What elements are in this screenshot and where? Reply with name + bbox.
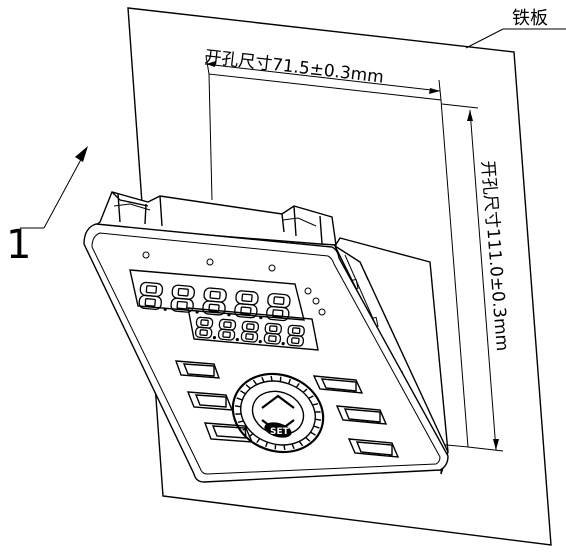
set-key-label: SET xyxy=(270,427,290,437)
knob-grip-tick xyxy=(235,406,241,407)
plate-label: 铁板 xyxy=(512,8,548,29)
keypad-module: SET xyxy=(84,192,448,482)
height-dimension: 开孔尺寸111.0±0.3mm xyxy=(442,104,512,451)
height-dimension-label: 开孔尺寸111.0±0.3mm xyxy=(477,160,512,352)
callout-number: 1 xyxy=(6,222,31,268)
knob-grip-tick xyxy=(315,419,321,420)
knob-grip-tick xyxy=(271,376,272,381)
width-dimension-label: 开孔尺寸71.5±0.3mm xyxy=(203,47,384,88)
plate-label-group: 铁板 xyxy=(466,8,566,48)
callout-1: 1 xyxy=(6,146,88,268)
width-dimension: 开孔尺寸71.5±0.3mm xyxy=(203,47,441,100)
knob-grip-tick xyxy=(284,445,285,450)
